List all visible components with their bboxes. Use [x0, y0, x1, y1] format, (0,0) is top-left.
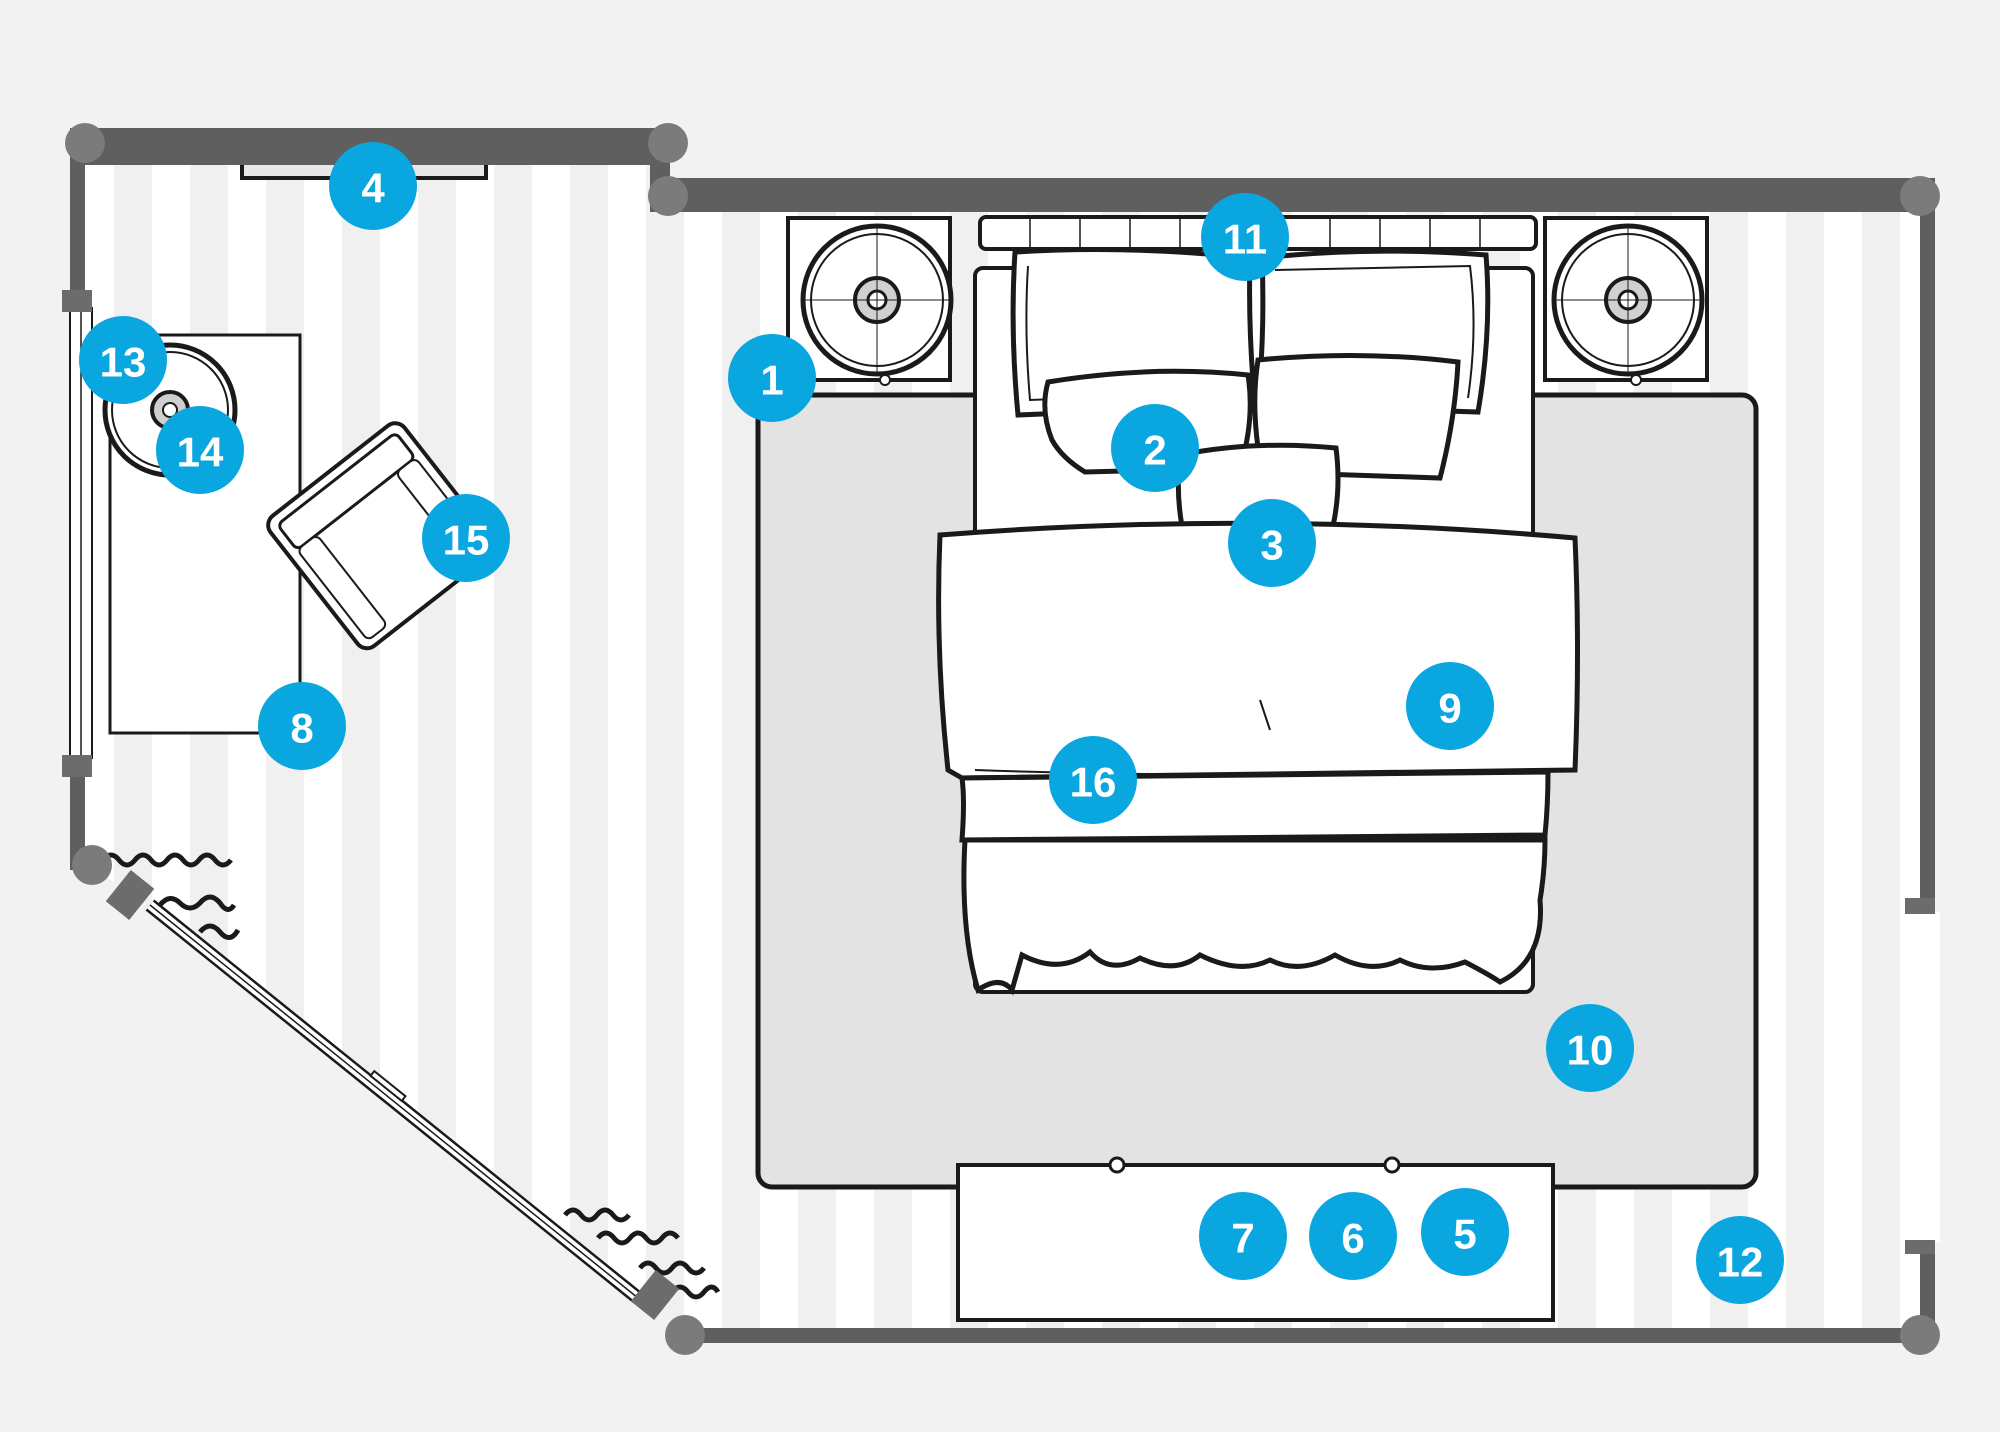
marker-11[interactable]: 11 [1201, 193, 1289, 281]
marker-2[interactable]: 2 [1111, 404, 1199, 492]
wall-joints [65, 123, 1940, 1355]
marker-3[interactable]: 3 [1228, 499, 1316, 587]
marker-2-label: 2 [1143, 427, 1166, 474]
marker-1-label: 1 [760, 357, 783, 404]
marker-11-label: 11 [1223, 216, 1267, 263]
curtain-bottom [563, 1207, 721, 1300]
nightstand-left [786, 216, 954, 386]
sliding-door [145, 899, 643, 1304]
markers: 1 2 3 4 5 6 7 8 [79, 142, 1784, 1304]
curtain-top [101, 852, 241, 940]
marker-8-label: 8 [290, 705, 313, 752]
marker-7-label: 7 [1231, 1215, 1254, 1262]
marker-10[interactable]: 10 [1546, 1004, 1634, 1092]
marker-1[interactable]: 1 [728, 334, 816, 422]
marker-7[interactable]: 7 [1199, 1192, 1287, 1280]
wall-bottom [680, 1328, 1935, 1343]
marker-4[interactable]: 4 [329, 142, 417, 230]
marker-3-label: 3 [1260, 522, 1283, 569]
marker-13[interactable]: 13 [79, 316, 167, 404]
marker-9-label: 9 [1438, 685, 1461, 732]
wall-left-top [70, 128, 85, 308]
wall-top-main [660, 178, 1935, 212]
marker-12[interactable]: 12 [1696, 1216, 1784, 1304]
marker-12-label: 12 [1717, 1239, 1764, 1286]
marker-14[interactable]: 14 [156, 406, 244, 494]
marker-15-label: 15 [443, 517, 490, 564]
marker-5[interactable]: 5 [1421, 1188, 1509, 1276]
marker-14-label: 14 [177, 429, 224, 476]
armchair [266, 421, 497, 651]
marker-9[interactable]: 9 [1406, 662, 1494, 750]
marker-15[interactable]: 15 [422, 494, 510, 582]
bed [936, 215, 1580, 996]
nightstand-right [1543, 216, 1709, 386]
marker-5-label: 5 [1453, 1211, 1476, 1258]
right-wall-opening [1900, 912, 1940, 1242]
marker-6[interactable]: 6 [1309, 1192, 1397, 1280]
marker-13-label: 13 [100, 339, 147, 386]
wall-left-bottom [70, 758, 85, 870]
marker-16[interactable]: 16 [1049, 736, 1137, 824]
wall-jambs [62, 290, 1935, 1320]
marker-8[interactable]: 8 [258, 682, 346, 770]
wall-right-top [1920, 178, 1935, 912]
marker-4-label: 4 [361, 165, 385, 212]
marker-6-label: 6 [1341, 1215, 1364, 1262]
marker-16-label: 16 [1070, 759, 1117, 806]
marker-10-label: 10 [1567, 1027, 1614, 1074]
